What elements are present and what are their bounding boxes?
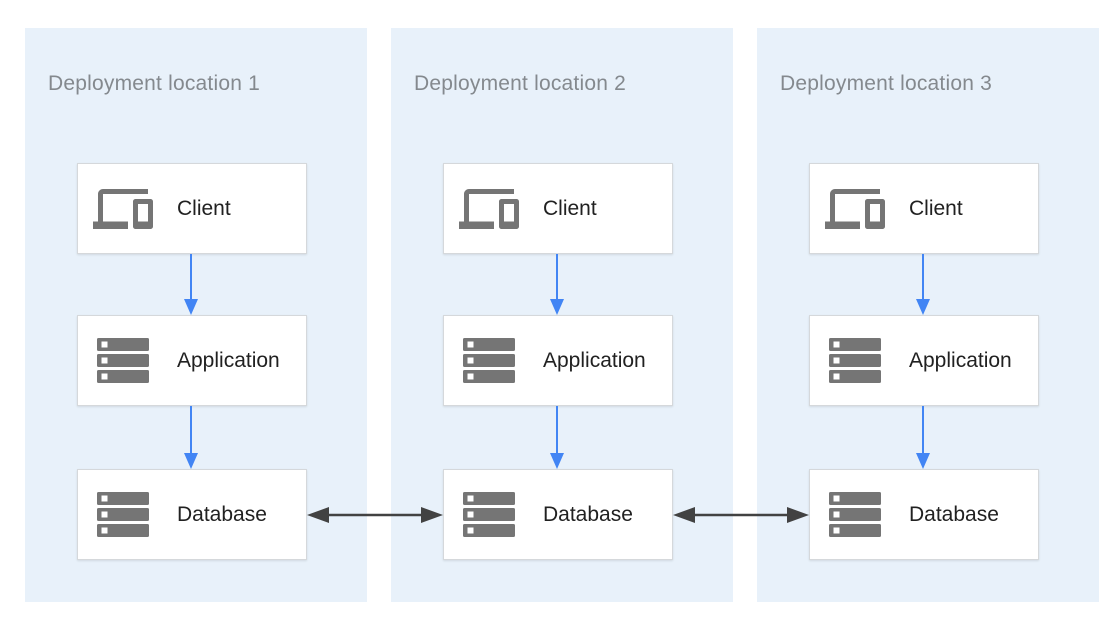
servers-icon xyxy=(459,331,519,391)
servers-icon xyxy=(93,331,153,391)
replication-arrow-db2-db3 xyxy=(673,507,809,523)
node-label: Database xyxy=(543,502,633,526)
node-label: Client xyxy=(177,196,231,220)
node-label: Application xyxy=(543,348,646,372)
servers-icon xyxy=(825,485,885,545)
flow-arrow-application-to-database xyxy=(549,406,565,469)
servers-icon xyxy=(93,485,153,545)
node-label: Application xyxy=(909,348,1012,372)
arrow-stem xyxy=(556,254,558,301)
flow-arrow-client-to-application xyxy=(549,254,565,315)
client-node: Client xyxy=(443,163,673,254)
deployment-panel-2: Deployment location 2 Client Application xyxy=(391,28,733,602)
arrow-stem xyxy=(190,254,192,301)
deployment-panel-1: Deployment location 1 Client Application xyxy=(25,28,367,602)
database-node: Database xyxy=(77,469,307,560)
deployment-panel-3: Deployment location 3 Client Application xyxy=(757,28,1099,602)
client-node: Client xyxy=(77,163,307,254)
devices-icon xyxy=(825,179,885,239)
arrow-head-down-icon xyxy=(916,453,930,469)
arrow-stem xyxy=(190,406,192,455)
replication-arrow-db1-db2 xyxy=(307,507,443,523)
node-label: Application xyxy=(177,348,280,372)
servers-icon xyxy=(459,485,519,545)
client-node: Client xyxy=(809,163,1039,254)
node-label: Database xyxy=(177,502,267,526)
application-node: Application xyxy=(443,315,673,406)
arrow-head-down-icon xyxy=(184,453,198,469)
application-node: Application xyxy=(809,315,1039,406)
arrow-head-down-icon xyxy=(550,299,564,315)
node-label: Client xyxy=(909,196,963,220)
flow-arrow-application-to-database xyxy=(183,406,199,469)
arrow-head-down-icon xyxy=(184,299,198,315)
flow-arrow-client-to-application xyxy=(183,254,199,315)
node-label: Database xyxy=(909,502,999,526)
node-label: Client xyxy=(543,196,597,220)
database-node: Database xyxy=(809,469,1039,560)
panel-title: Deployment location 2 xyxy=(414,72,626,95)
panel-title: Deployment location 3 xyxy=(780,72,992,95)
arrow-stem xyxy=(922,406,924,455)
arrow-stem xyxy=(922,254,924,301)
servers-icon xyxy=(825,331,885,391)
application-node: Application xyxy=(77,315,307,406)
arrow-head-down-icon xyxy=(916,299,930,315)
devices-icon xyxy=(93,179,153,239)
arrow-head-down-icon xyxy=(550,453,564,469)
arrow-stem xyxy=(556,406,558,455)
panel-title: Deployment location 1 xyxy=(48,72,260,95)
flow-arrow-client-to-application xyxy=(915,254,931,315)
database-node: Database xyxy=(443,469,673,560)
devices-icon xyxy=(459,179,519,239)
flow-arrow-application-to-database xyxy=(915,406,931,469)
